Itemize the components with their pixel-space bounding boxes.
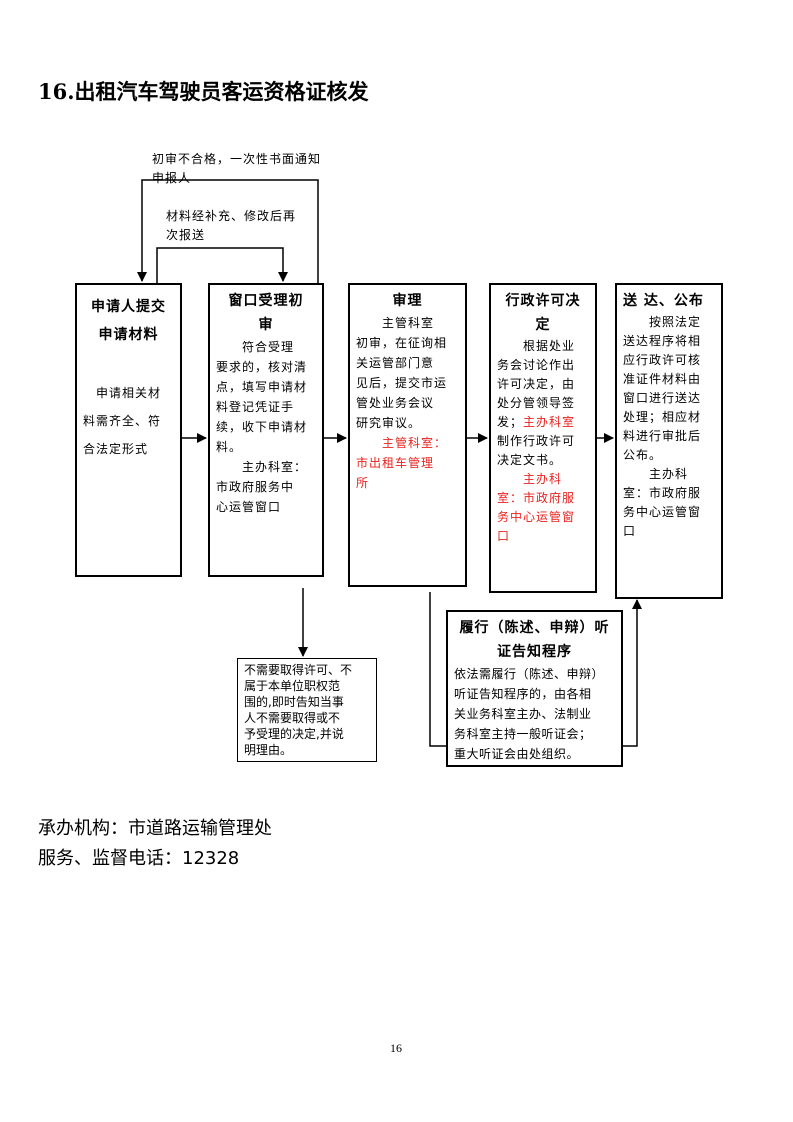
apply-body: 申请相关材 料需齐全、符 合法定形式 [83, 386, 162, 456]
apply-box: 申请人提交 申请材料 申请相关材 料需齐全、符 合法定形式 [75, 283, 182, 577]
reject-note: 初审不合格，一次性书面通知 申报人 [152, 152, 322, 185]
review-body: 主管科室 初审，在征询相 关运管部门意 见后，提交市运 管处业务会议 研究审议。 [356, 316, 448, 430]
not-required-body: 不需要取得许可、不 属于本单位职权范 围的,即时告知当事 人不需要取得或不 予受… [244, 663, 353, 757]
decision-owner: 主办科 室：市政府服 务中心运管窗 口 [497, 472, 576, 543]
window-body: 符合受理 要求的，核对清 点，填写申请材 料登记凭证手 续，收下申请材 料。 [216, 340, 308, 454]
not-required-box: 不需要取得许可、不 属于本单位职权范 围的,即时告知当事 人不需要取得或不 予受… [237, 658, 377, 762]
window-title: 窗口受理初 审 [228, 293, 304, 333]
window-box: 窗口受理初 审 符合受理 要求的，核对清 点，填写申请材 料登记凭证手 续，收下… [208, 283, 324, 577]
hearing-title: 履行（陈述、申辩）听 证告知程序 [459, 620, 610, 660]
resubmit-line [156, 247, 288, 283]
footer-agency: 承办机构：市道路运输管理处 [38, 818, 272, 839]
deliver-title: 送 达、公布 [623, 293, 704, 309]
hearing-box: 履行（陈述、申辩）听 证告知程序 依法需履行（陈述、申辩） 听证告知程序的，由各… [446, 610, 623, 767]
decision-body: 根据处业 务会讨论作出 许可决定，由 处分管领导签 发； [497, 339, 576, 429]
footer-phone: 服务、监督电话：12328 [38, 848, 240, 869]
deliver-body: 按照法定 送达程序将相 应行政许可核 准证件材料由 窗口进行送达 处理；相应材 … [623, 315, 702, 462]
page-number: 16 [390, 1041, 402, 1055]
hearing-body: 依法需履行（陈述、申辩） 听证告知程序的，由各相 关业务科室主办、法制业 务科室… [454, 667, 605, 761]
deliver-box: 送 达、公布 按照法定 送达程序将相 应行政许可核 准证件材料由 窗口进行送达 … [615, 283, 723, 599]
resubmit-note: 材料经补充、修改后再 次报送 [166, 209, 297, 242]
decision-box: 行政许可决 定 根据处业 务会讨论作出 许可决定，由 处分管领导签 发；主办科室… [489, 283, 597, 593]
review-owner: 主管科室： 市出租车管理 所 [356, 436, 448, 490]
decision-body-red: 主办科室 [523, 415, 576, 429]
window-owner: 主办科室： 市政府服务中 心运管窗口 [216, 460, 308, 514]
page-title: 16.出租汽车驾驶员客运资格证核发 [38, 79, 369, 104]
reject-feedback-line [137, 179, 319, 283]
decision-body-cont: 制作行政许可 决定文书。 [497, 434, 576, 467]
review-title: 审理 [392, 293, 423, 309]
apply-title: 申请人提交 申请材料 [91, 299, 166, 343]
review-box: 审理 主管科室 初审，在征询相 关运管部门意 见后，提交市运 管处业务会议 研究… [348, 283, 467, 587]
hearing-out-line [622, 599, 642, 747]
hearing-in-line [429, 592, 446, 747]
deliver-owner: 主办科 室：市政府服 务中心运管窗 口 [623, 467, 702, 538]
decision-title: 行政许可决 定 [505, 293, 581, 333]
